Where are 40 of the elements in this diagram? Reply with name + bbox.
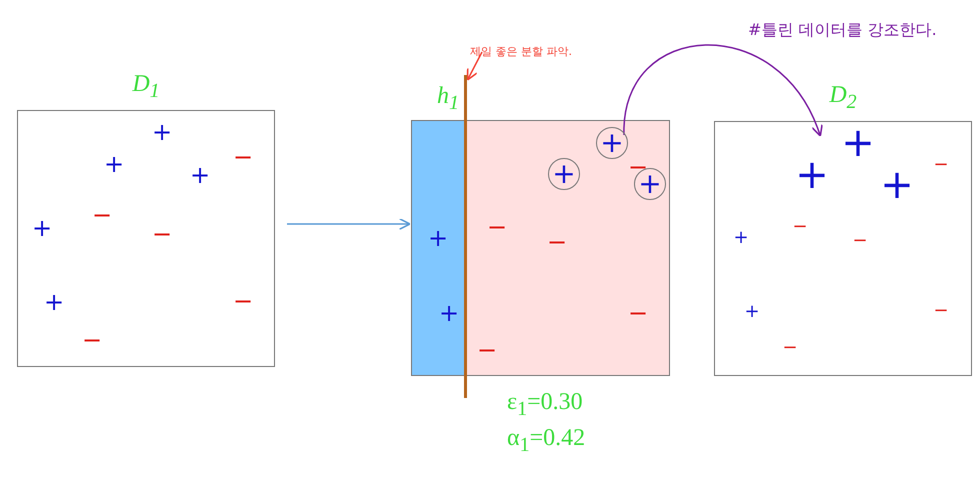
plus-sign: +: [438, 301, 460, 325]
plus-sign: +: [880, 165, 914, 205]
plus-sign: +: [104, 152, 124, 176]
minus-sign: −: [152, 222, 172, 246]
handwritten-note: 제일 좋은 분할 파악.: [470, 44, 572, 59]
minus-sign: −: [933, 156, 949, 174]
dataset-title: D$_{2}$: [828, 82, 858, 114]
plus-sign: +: [428, 226, 448, 250]
minus-sign: −: [232, 145, 254, 169]
minus-sign: −: [476, 338, 498, 362]
classified-region: [466, 121, 669, 375]
minus-sign: −: [92, 203, 112, 227]
handwritten-note: #틀린 데이터를 강조한다.: [748, 20, 937, 41]
plus-sign: +: [744, 303, 760, 321]
hypothesis-label: h$_{1}$: [437, 83, 459, 115]
minus-sign: −: [232, 289, 254, 313]
arrow: [623, 44, 822, 137]
classified-region: [412, 121, 466, 375]
error-value: ε$_{1}$=0.30: [507, 389, 583, 421]
plus-sign: +: [841, 123, 875, 163]
arrow: [287, 218, 411, 230]
minus-sign: −: [486, 215, 508, 239]
plus-sign: +: [733, 229, 749, 247]
plus-sign: +: [32, 216, 52, 240]
minus-sign: −: [933, 302, 949, 320]
weight-value: α$_{1}$=0.42: [507, 425, 586, 457]
plus-sign: +: [600, 129, 624, 157]
plus-sign: +: [552, 160, 576, 188]
minus-sign: −: [82, 328, 102, 352]
minus-sign: −: [792, 218, 808, 236]
minus-sign: −: [546, 230, 568, 254]
plus-sign: +: [190, 163, 210, 187]
minus-sign: −: [628, 301, 648, 325]
leader-line: [466, 52, 483, 81]
minus-sign: −: [852, 232, 868, 250]
plus-sign: +: [152, 120, 172, 144]
plus-sign: +: [44, 290, 64, 314]
minus-sign: −: [782, 339, 798, 357]
plus-sign: +: [795, 155, 829, 195]
dataset-title: D$_{1}$: [131, 71, 161, 103]
